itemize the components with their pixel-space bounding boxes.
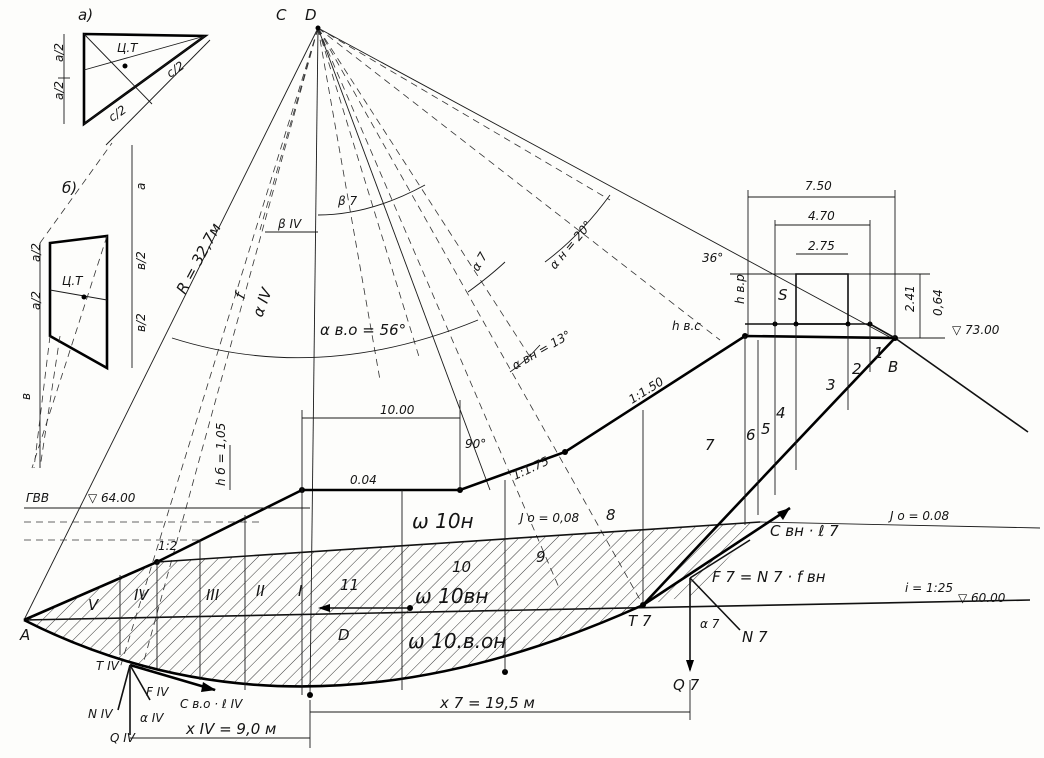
i0-mid-label: J о = 0,08 <box>518 511 579 525</box>
slice-7-label: 7 <box>705 436 715 454</box>
slip-surface: ω 10н ω 10вн ω 10.в.он D <box>23 337 896 698</box>
elev-60-label: ▽ 60.00 <box>958 591 1006 605</box>
fiv-label: F IV <box>146 685 169 699</box>
aiv2-label: α IV <box>140 711 164 725</box>
slice-I-label: I <box>298 582 303 600</box>
slice-1-label: 1 <box>874 344 884 362</box>
slices: 10.00 90° 1 2 3 4 5 6 7 8 9 10 11 I II I… <box>88 324 884 695</box>
q7-label: Q 7 <box>673 676 700 694</box>
b-label: в <box>19 393 33 400</box>
slice-4-label: 4 <box>776 404 786 422</box>
dim-275-label: 2.75 <box>808 239 835 253</box>
x7-label: x 7 = 19,5 м <box>439 694 535 712</box>
i125-label: i = 1:25 <box>905 581 953 595</box>
deg90-label: 90° <box>465 437 486 451</box>
omega-10vn-label: ω 10вн <box>415 584 488 608</box>
moment-arms: x 7 = 19,5 м x IV = 9,0 м <box>130 680 691 748</box>
slice-V-label: V <box>88 596 100 614</box>
slice-III-label: III <box>206 586 220 604</box>
a2-label-1: a/2 <box>52 43 66 62</box>
point-a-label: A <box>19 626 30 644</box>
point-d-label: D <box>305 6 317 24</box>
f-symbol-label: f <box>231 288 251 302</box>
a-label: a <box>134 183 148 190</box>
forces-slice-7: C вн · ℓ 7 F 7 = N 7 · f вн N 7 Q 7 T 7 … <box>628 506 839 694</box>
omega-10n-label: ω 10н <box>412 509 474 533</box>
a2-label-3: a/2 <box>29 243 43 262</box>
dim-241-label: 2.41 <box>903 285 917 312</box>
deg36-label: 36° <box>702 251 723 265</box>
point-d2-label: D <box>338 626 350 644</box>
slice-9-label: 9 <box>536 548 546 566</box>
niv-label: N IV <box>88 707 113 721</box>
gvv-label: ГВВ <box>26 491 49 505</box>
beta-iv-label: β IV <box>277 217 302 231</box>
a2-label-2: a/2 <box>52 81 66 100</box>
t7-label: T 7 <box>628 612 652 630</box>
building-and-dimensions: 7.50 4.70 2.75 2.41 0,64 36° S h в.р h в… <box>672 179 1000 339</box>
ct-label-a: Ц.Т <box>117 41 139 55</box>
alpha-vn-label: α вн = 13° <box>510 328 574 373</box>
i0-right-label: J о = 0.08 <box>888 509 949 523</box>
slice-8-label: 8 <box>606 506 616 524</box>
f7-label: F 7 = N 7 · f вн <box>712 568 826 586</box>
alpha-vo-label: α в.о = 56° <box>320 321 406 339</box>
forces-slice-iv: T IV N IV F IV Q IV α IV C в.о · ℓ IV <box>88 659 243 745</box>
slope-175-label: 1:1.75 <box>510 454 551 483</box>
alpha-n-label: α н = 20° <box>547 218 595 272</box>
tiv-label: T IV <box>96 659 120 673</box>
n7-label: N 7 <box>742 628 768 646</box>
ct-label-b: Ц.Т <box>62 274 84 288</box>
slice-IV-label: IV <box>134 586 150 604</box>
slice-II-label: II <box>256 582 265 600</box>
point-c-label: C <box>276 6 287 24</box>
c-vn-label: C вн · ℓ 7 <box>770 522 839 540</box>
elev-64-label: ▽ 64.00 <box>88 491 136 505</box>
b2-label-1: в/2 <box>134 251 148 270</box>
slope-004-label: 0.04 <box>350 473 377 487</box>
slice-3-label: 3 <box>826 376 836 394</box>
radius-label: R = 32,7м <box>173 220 225 297</box>
hvs-label: h в.с <box>672 319 701 333</box>
dim-064-label: 0,64 <box>931 289 945 316</box>
slice-10-label: 10 <box>452 558 471 576</box>
dim-470-label: 4.70 <box>808 209 835 223</box>
cvo-label: C в.о · ℓ IV <box>180 697 243 711</box>
a7b-label: α 7 <box>700 617 720 631</box>
inset-b-trapezoid: б) Ц.Т a в/2 в/2 a/2 a/2 в <box>19 142 148 469</box>
inset-b-label: б) <box>62 179 77 197</box>
alpha-iv-label: α IV <box>249 284 277 319</box>
point-b-label: B <box>888 358 898 376</box>
b2-label-2: в/2 <box>134 313 148 332</box>
inset-a-triangle: а) Ц.Т a/2 a/2 c/2 c/2 <box>52 6 211 146</box>
angle-arcs: α в.о = 56° α вн = 13° α н = 20° α 7 β 7… <box>171 184 611 373</box>
xiv-label: x IV = 9,0 м <box>185 720 276 738</box>
a2-label-4: a/2 <box>29 291 43 310</box>
elev-73-label: ▽ 73.00 <box>952 323 1000 337</box>
qiv-label: Q IV <box>110 731 136 745</box>
hb-label: h б = 1,05 <box>214 423 228 486</box>
inset-a-label: а) <box>78 6 93 24</box>
beta-7-label: β 7 <box>337 194 357 208</box>
slice-11-label: 11 <box>340 576 359 594</box>
point-s-label: S <box>778 286 788 304</box>
omega-10von-label: ω 10.в.он <box>408 629 506 653</box>
slope-12-label: 1:2 <box>158 539 177 553</box>
dim-1000-label: 10.00 <box>380 403 415 417</box>
slice-6-label: 6 <box>746 426 756 444</box>
hvr-label: h в.р <box>733 274 747 304</box>
alpha-7-label: α 7 <box>468 249 490 273</box>
slice-2-label: 2 <box>852 360 862 378</box>
dim-750-label: 7.50 <box>805 179 832 193</box>
slice-5-label: 5 <box>761 420 771 438</box>
